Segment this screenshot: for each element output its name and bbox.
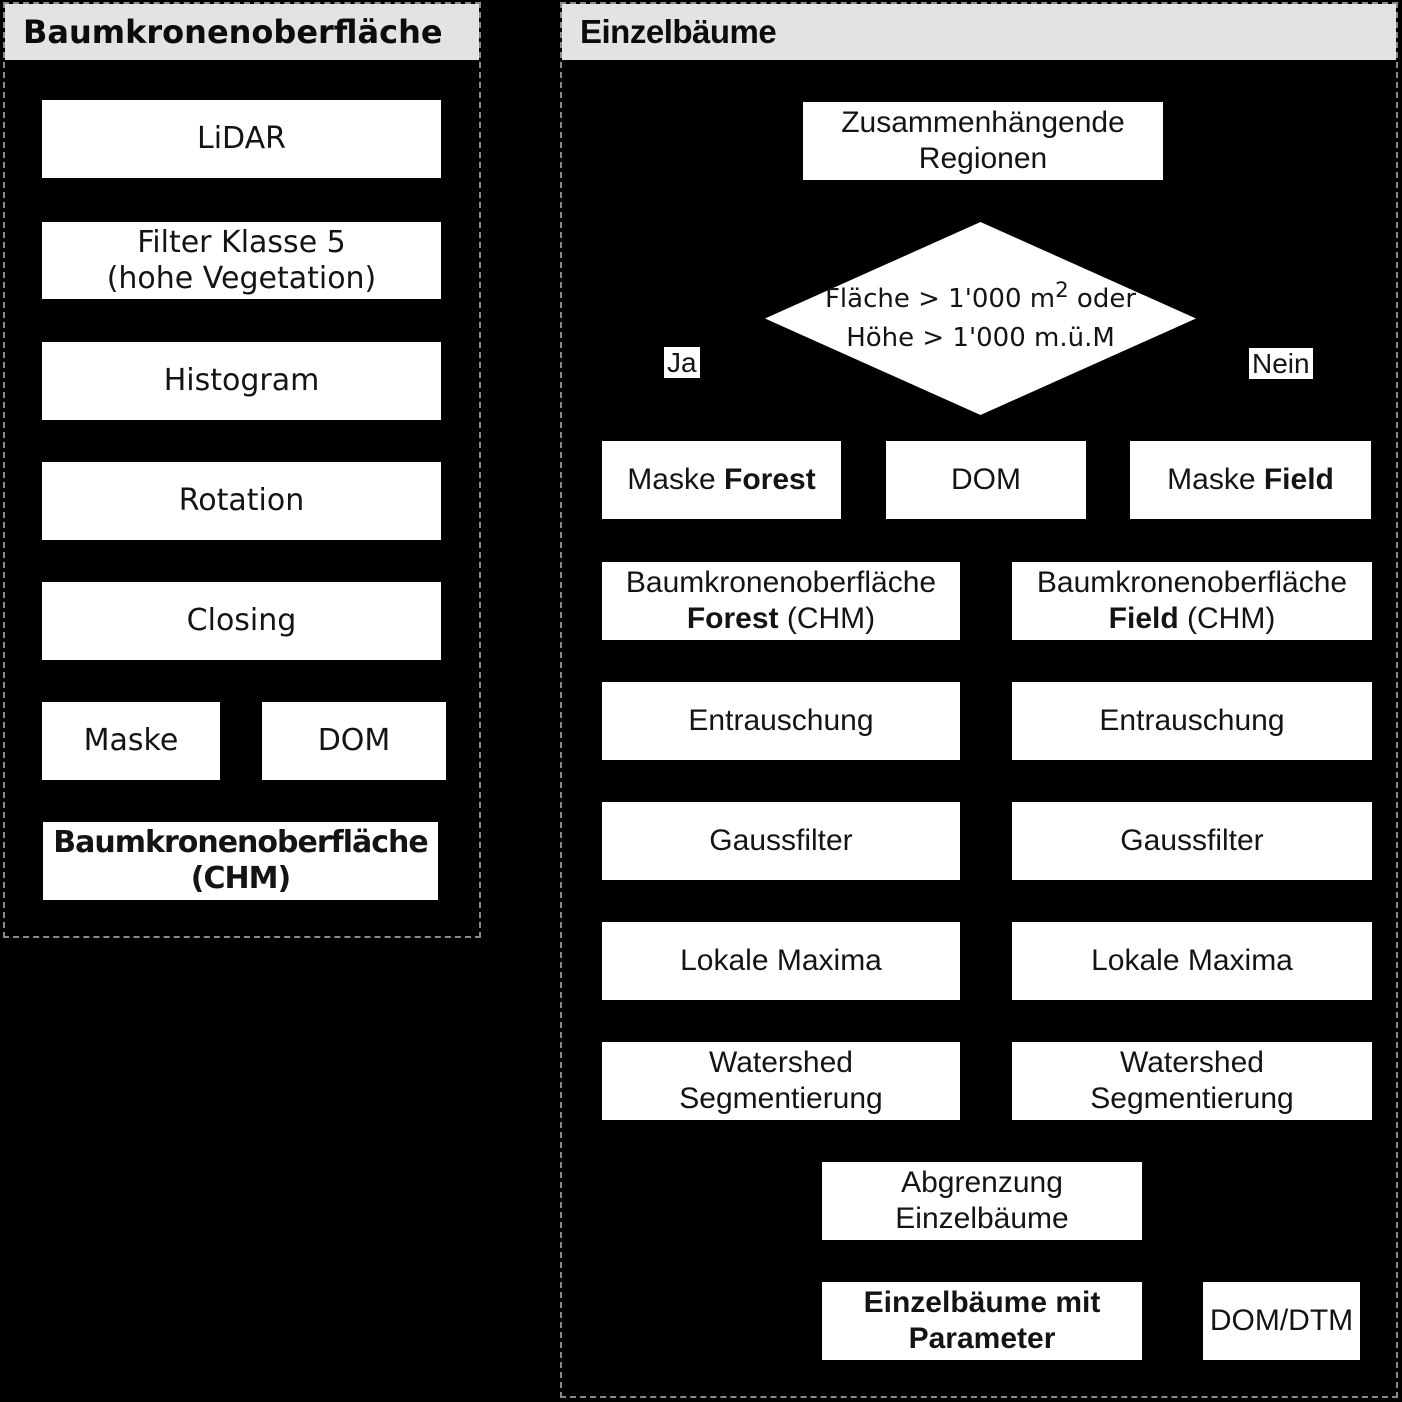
node-dom-label: DOM: [317, 723, 391, 758]
decision-diamond: Fläche > 1'000 m2 oder Höhe > 1'000 m.ü.…: [765, 222, 1196, 415]
node-filter-line2: (hohe Vegetation): [106, 260, 377, 296]
node-maske-forest: Maske Forest: [602, 441, 841, 519]
node-lokale-maxima-field: Lokale Maxima: [1012, 922, 1372, 1000]
node-chm-field-label: Baumkronenoberfläche Field (CHM): [1037, 565, 1347, 637]
node-chm-forest-line1: Baumkronenoberfläche: [625, 566, 937, 599]
node-closing: Closing: [42, 582, 441, 660]
node-zusammenhaengende-regionen: Zusammenhängende Regionen: [803, 102, 1163, 180]
node-chm-label: Baumkronenoberfläche (CHM): [53, 825, 428, 897]
node-lokale-maxima-forest-label: Lokale Maxima: [680, 944, 882, 977]
node-abgrenzung-einzelbaeume: Abgrenzung Einzelbäume: [822, 1162, 1142, 1240]
node-regionen-line1: Zusammenhängende: [841, 106, 1125, 139]
node-dom-dtm-label: DOM/DTM: [1209, 1304, 1354, 1337]
node-gaussfilter-forest-label: Gaussfilter: [709, 824, 853, 857]
node-abgrenzung-line1: Abgrenzung: [901, 1166, 1063, 1199]
decision-line1: Fläche > 1'000 m2 oder: [824, 277, 1137, 319]
node-lokale-maxima-forest: Lokale Maxima: [602, 922, 960, 1000]
node-maske-field-prefix: Maske: [1167, 463, 1264, 496]
node-parameter-line1: Einzelbäume mit: [863, 1286, 1101, 1319]
node-watershed-field-line1: Watershed: [1120, 1046, 1264, 1079]
node-maske-field-label: Maske Field: [1167, 462, 1334, 498]
node-gaussfilter-field: Gaussfilter: [1012, 802, 1372, 880]
node-rotation-label: Rotation: [178, 483, 305, 518]
node-chm-forest-rest: (CHM): [778, 602, 876, 635]
node-einzelbaeume-mit-parameter: Einzelbäume mit Parameter: [822, 1282, 1142, 1360]
ja-label: Ja: [664, 347, 700, 378]
node-chm-line1: Baumkronenoberfläche: [53, 825, 428, 860]
decision-superscript: 2: [1055, 277, 1069, 303]
panel-left-title: Baumkronenoberfläche: [5, 4, 479, 60]
node-abgrenzung-label: Abgrenzung Einzelbäume: [895, 1165, 1068, 1237]
node-regionen-line2: Regionen: [918, 142, 1048, 175]
panel-right-title-text: Einzelbäume: [580, 13, 777, 50]
node-entrauschung-field: Entrauschung: [1012, 682, 1372, 760]
node-histogram: Histogram: [42, 342, 441, 420]
panel-right-title: Einzelbäume: [562, 4, 1396, 60]
node-watershed-forest-label: Watershed Segmentierung: [679, 1045, 882, 1117]
node-watershed-field-line2: Segmentierung: [1090, 1082, 1294, 1115]
node-watershed-forest-line2: Segmentierung: [679, 1082, 883, 1115]
decision-line2: Höhe > 1'000 m.ü.M: [846, 322, 1115, 353]
node-abgrenzung-line2: Einzelbäume: [895, 1202, 1069, 1235]
node-chm-field-bold: Field: [1108, 602, 1179, 635]
node-baumkronenoberflaeche-field-chm: Baumkronenoberfläche Field (CHM): [1012, 562, 1372, 640]
node-chm-forest-label: Baumkronenoberfläche Forest (CHM): [626, 565, 936, 637]
decision-line1-pre: Fläche > 1'000 m: [824, 283, 1056, 314]
node-maske-forest-label: Maske Forest: [627, 462, 815, 498]
node-filter-line1: Filter Klasse 5: [137, 224, 346, 260]
node-maske-label: Maske: [83, 723, 179, 758]
decision-label: Fläche > 1'000 m2 oder Höhe > 1'000 m.ü.…: [824, 277, 1137, 358]
node-lidar-label: LiDAR: [197, 121, 286, 156]
node-filter-klasse-5-label: Filter Klasse 5 (hohe Vegetation): [107, 225, 377, 297]
node-chm-field-line1: Baumkronenoberfläche: [1036, 566, 1348, 599]
node-regionen-label: Zusammenhängende Regionen: [841, 105, 1125, 177]
node-watershed-forest: Watershed Segmentierung: [602, 1042, 960, 1120]
node-lidar: LiDAR: [42, 100, 441, 178]
node-chm-line2: (CHM): [190, 861, 291, 896]
node-gaussfilter-field-label: Gaussfilter: [1120, 824, 1264, 857]
node-gaussfilter-forest: Gaussfilter: [602, 802, 960, 880]
node-closing-label: Closing: [186, 603, 297, 638]
node-maske: Maske: [42, 702, 220, 780]
node-chm-field-line2: Field (CHM): [1037, 601, 1347, 637]
node-entrauschung-forest: Entrauschung: [602, 682, 960, 760]
node-entrauschung-forest-label: Entrauschung: [688, 704, 874, 737]
node-maske-forest-prefix: Maske: [627, 463, 724, 496]
node-chm-forest-line2: Forest (CHM): [626, 601, 936, 637]
panel-baumkronenoberflaeche: Baumkronenoberfläche LiDAR Filter Klasse…: [3, 2, 481, 938]
node-watershed-field: Watershed Segmentierung: [1012, 1042, 1372, 1120]
decision-line1-post: oder: [1068, 283, 1137, 314]
node-dom-mid-label: DOM: [951, 463, 1021, 496]
node-dom-mid: DOM: [886, 441, 1086, 519]
node-parameter-label: Einzelbäume mit Parameter: [864, 1285, 1101, 1357]
node-baumkronenoberflaeche-forest-chm: Baumkronenoberfläche Forest (CHM): [602, 562, 960, 640]
node-baumkronenoberflaeche-chm: Baumkronenoberfläche (CHM): [43, 822, 438, 900]
nein-label: Nein: [1249, 348, 1313, 379]
node-entrauschung-field-label: Entrauschung: [1099, 704, 1285, 737]
panel-left-title-text: Baumkronenoberfläche: [23, 13, 443, 51]
node-parameter-line2: Parameter: [908, 1322, 1056, 1355]
node-rotation: Rotation: [42, 462, 441, 540]
node-maske-field-bold: Field: [1263, 463, 1334, 496]
node-lokale-maxima-field-label: Lokale Maxima: [1091, 944, 1293, 977]
node-chm-field-rest: (CHM): [1178, 602, 1276, 635]
node-filter-klasse-5: Filter Klasse 5 (hohe Vegetation): [42, 222, 441, 299]
panel-einzelbaeume: Einzelbäume Zusammenhängende Regionen Fl…: [560, 2, 1398, 1398]
node-chm-forest-bold: Forest: [686, 602, 779, 635]
node-dom: DOM: [262, 702, 446, 780]
node-watershed-field-label: Watershed Segmentierung: [1090, 1045, 1293, 1117]
node-watershed-forest-line1: Watershed: [709, 1046, 853, 1079]
node-maske-field: Maske Field: [1130, 441, 1371, 519]
node-dom-dtm: DOM/DTM: [1203, 1282, 1360, 1360]
node-maske-forest-bold: Forest: [724, 463, 816, 496]
node-histogram-label: Histogram: [163, 363, 320, 398]
